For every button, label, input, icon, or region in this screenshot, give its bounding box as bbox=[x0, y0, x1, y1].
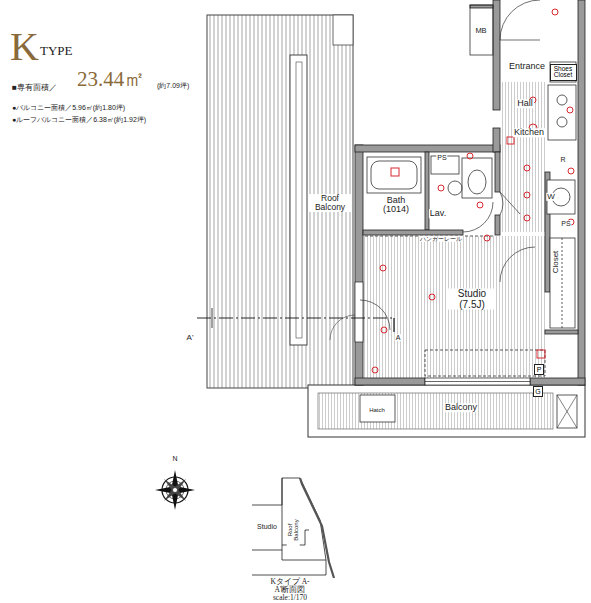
box-label: G bbox=[535, 388, 540, 395]
section-drawing bbox=[252, 478, 334, 578]
door-swing bbox=[360, 0, 540, 330]
storage-box: Shoes Closet bbox=[550, 64, 577, 81]
room-name: Balcony bbox=[444, 403, 478, 412]
fixture-label: Hatch bbox=[368, 407, 386, 413]
walls bbox=[355, 0, 585, 385]
section-line bbox=[197, 308, 395, 332]
section-mark: A' bbox=[186, 334, 195, 342]
area-value: 23.44㎡ bbox=[77, 68, 145, 90]
window bbox=[355, 282, 530, 385]
section-room: Studio bbox=[256, 523, 278, 530]
storage-box: P bbox=[534, 364, 544, 375]
type-word: TYPE bbox=[40, 44, 73, 58]
box-label: Shoes Closet bbox=[551, 66, 576, 79]
room-name: Hall bbox=[516, 99, 534, 108]
box-label: P bbox=[537, 366, 542, 373]
area-tsubo: (約7.09坪) bbox=[157, 82, 189, 89]
fixture-label: W bbox=[546, 193, 556, 201]
compass-rose bbox=[155, 470, 195, 510]
room-name: Studio (7.5J) bbox=[448, 289, 496, 310]
fixture-label: ハンガーレール bbox=[419, 236, 463, 242]
balcony bbox=[308, 385, 585, 437]
equipment-symbol bbox=[372, 9, 574, 373]
room-name: Closet bbox=[552, 250, 560, 275]
fixtures bbox=[365, 5, 576, 376]
fixture-label: R bbox=[559, 156, 566, 163]
floor-finish bbox=[363, 82, 545, 378]
room-name: PS bbox=[436, 154, 447, 161]
room-name: Bath (1014) bbox=[375, 196, 417, 215]
type-letter: K bbox=[10, 26, 39, 68]
section-caption: Kタイプ A-A'断面図 scale:1/170 bbox=[263, 578, 317, 602]
storage-box: G bbox=[533, 386, 543, 397]
room-name: Kitchen bbox=[513, 128, 545, 137]
balcony-area: ●バルコニー面積／5.96㎡(約1.80坪) bbox=[12, 104, 125, 111]
room-name: Roof Balcony bbox=[308, 194, 352, 212]
roof-balcony-area: ●ルーフバルコニー面積／6.38㎡(約1.92坪) bbox=[12, 116, 146, 123]
area-heading: ■専有面積／ bbox=[12, 84, 57, 92]
room-name: MB bbox=[474, 27, 487, 35]
section-mark: A bbox=[395, 334, 402, 341]
room-name: Entrance bbox=[508, 62, 546, 71]
roof-balcony bbox=[207, 15, 355, 388]
room-name: PS bbox=[560, 220, 571, 227]
north-mark: N bbox=[171, 455, 178, 462]
room-name: Lav. bbox=[429, 209, 447, 218]
section-room: Roof Balcony bbox=[287, 514, 300, 546]
